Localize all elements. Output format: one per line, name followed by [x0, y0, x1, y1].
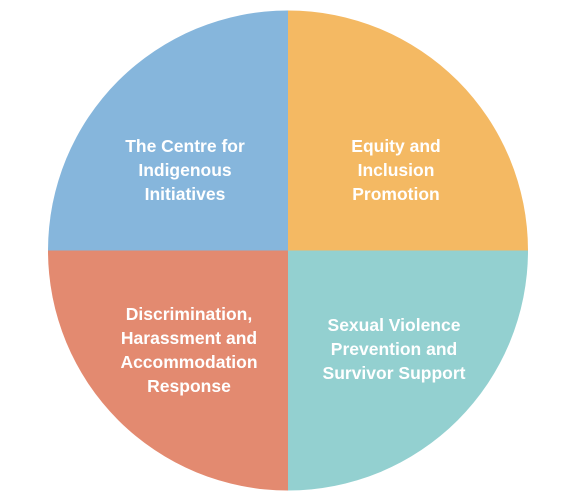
quadrant-top-left	[48, 10, 288, 251]
quadrant-bottom-left	[48, 250, 288, 491]
quadrant-bottom-right	[288, 250, 528, 491]
quadrant-top-right	[288, 10, 528, 251]
